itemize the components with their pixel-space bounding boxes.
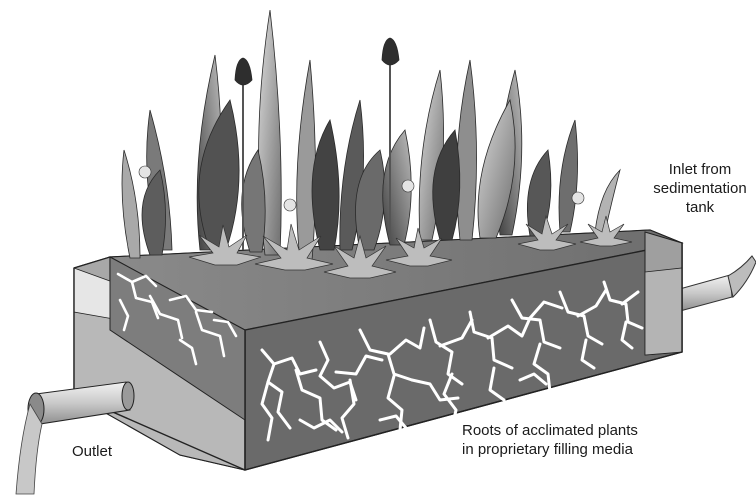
plants (122, 10, 632, 278)
roots-label-line-1: Roots of acclimated plants (462, 421, 638, 440)
inlet-label: Inlet from sedimentation tank (650, 160, 750, 217)
inlet-label-line-3: tank (650, 198, 750, 217)
outlet-label: Outlet (72, 442, 112, 461)
inlet-pipe (673, 256, 756, 311)
inlet-label-line-2: sedimentation (650, 179, 750, 198)
outlet-pipe (16, 382, 134, 494)
roots-label-line-2: in proprietary filling media (462, 440, 638, 459)
roots-label: Roots of acclimated plants in proprietar… (462, 421, 638, 459)
inlet-label-line-1: Inlet from (650, 160, 750, 179)
